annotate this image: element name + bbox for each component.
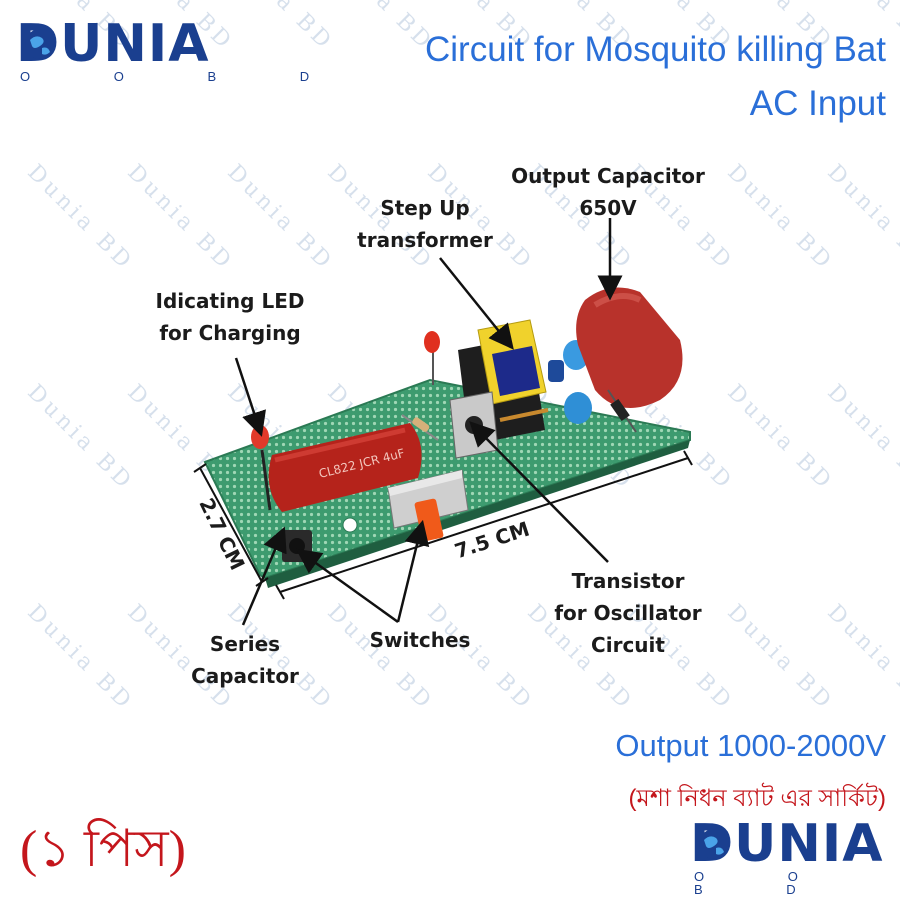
- brand-logo-bottom: DUNIA O O B D: [690, 818, 900, 896]
- page-subtitle: AC Input: [749, 84, 886, 123]
- dimension-lines: [193, 450, 693, 600]
- label-series-capacitor: Series Capacitor: [160, 628, 330, 692]
- globe-icon: [25, 29, 55, 59]
- output-capacitor-component: [576, 287, 683, 408]
- annotation-arrows: [234, 218, 623, 626]
- small-capacitor-components: [548, 340, 592, 424]
- label-step-up-transformer: Step Up transformer: [340, 192, 510, 256]
- label-transistor-line1: Transistor: [571, 569, 685, 593]
- piece-count-text: (১ পিস): [20, 821, 186, 878]
- label-led-line2: for Charging: [159, 321, 301, 345]
- resistor-component: [401, 414, 439, 441]
- label-output-capacitor-line1: Output Capacitor: [511, 164, 705, 188]
- label-transistor-line2: for Oscillator: [554, 601, 702, 625]
- bangla-description: (মশা নিধন ব্যাট এর সার্কিট): [628, 785, 886, 812]
- label-indicating-led: Idicating LED for Charging: [130, 285, 330, 349]
- output-voltage-text: Output 1000-2000V: [615, 728, 886, 763]
- label-transistor: Transistor for Oscillator Circuit: [528, 565, 728, 661]
- label-step-up-line1: Step Up: [380, 196, 470, 220]
- label-output-capacitor-line2: 650V: [579, 196, 637, 220]
- brand-logo-top: DUNIA O O B D: [16, 18, 349, 83]
- label-series-line2: Capacitor: [191, 664, 299, 688]
- brand-logo-sub: O O B D: [20, 69, 350, 84]
- label-led-line1: Idicating LED: [155, 289, 305, 313]
- label-series-line1: Series: [209, 632, 281, 656]
- diode-component: [607, 389, 637, 433]
- label-switches: Switches: [369, 628, 471, 652]
- label-step-up-line2: transformer: [357, 228, 493, 252]
- led-component-top: [424, 331, 440, 385]
- globe-icon: [699, 829, 729, 859]
- page-title: Circuit for Mosquito killing Bat: [425, 30, 886, 69]
- transistor-component: [449, 391, 499, 459]
- label-output-capacitor: Output Capacitor 650V: [488, 160, 728, 224]
- label-transistor-line3: Circuit: [591, 633, 665, 657]
- brand-logo-sub-bottom: O O B D: [694, 869, 838, 897]
- series-capacitor-component: CL822 JCR 4uF: [268, 423, 422, 512]
